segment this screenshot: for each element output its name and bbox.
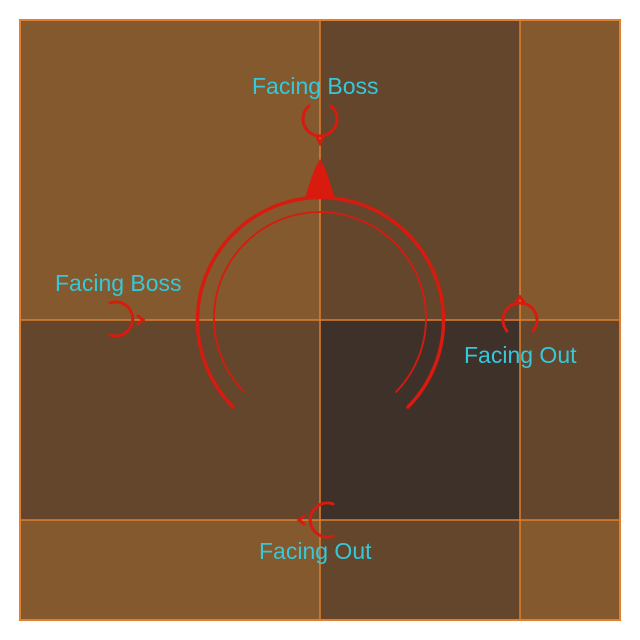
tile-top-left: [20, 20, 320, 320]
boss-outer-arc: [195, 195, 446, 409]
position-marker-top: [301, 104, 339, 147]
circular-arrow-icon: [301, 104, 339, 138]
arrow-tip: [514, 294, 526, 304]
tile-middle-left: [20, 320, 320, 520]
label-facing-out-right: Facing Out: [464, 342, 577, 368]
circular-arrow-icon: [308, 501, 335, 539]
boss-inner-arc: [213, 211, 427, 393]
position-marker-bottom: [296, 501, 335, 539]
tile-middle-right: [520, 320, 620, 520]
tile-top-center: [320, 20, 520, 320]
circular-arrow-icon: [501, 301, 539, 333]
arrow-tip: [315, 135, 325, 147]
arena-border: [19, 19, 621, 621]
label-facing-boss-left: Facing Boss: [55, 270, 182, 296]
label-facing-boss-top: Facing Boss: [252, 73, 379, 99]
arrow-tip: [136, 314, 146, 326]
tile-bottom-left: [20, 520, 320, 620]
tile-top-right: [520, 20, 620, 320]
tile-bottom-right: [520, 520, 620, 620]
label-facing-out-bottom: Facing Out: [259, 538, 372, 564]
arrow-tip: [296, 514, 306, 526]
circular-arrow-icon: [108, 300, 135, 338]
boss-facing-arrow: [305, 159, 335, 198]
position-marker-right: [501, 294, 539, 333]
grid-lines: [20, 20, 620, 620]
tile-bottom-center: [320, 520, 520, 620]
boss-marker: [195, 159, 446, 409]
position-marker-left: [108, 300, 146, 338]
